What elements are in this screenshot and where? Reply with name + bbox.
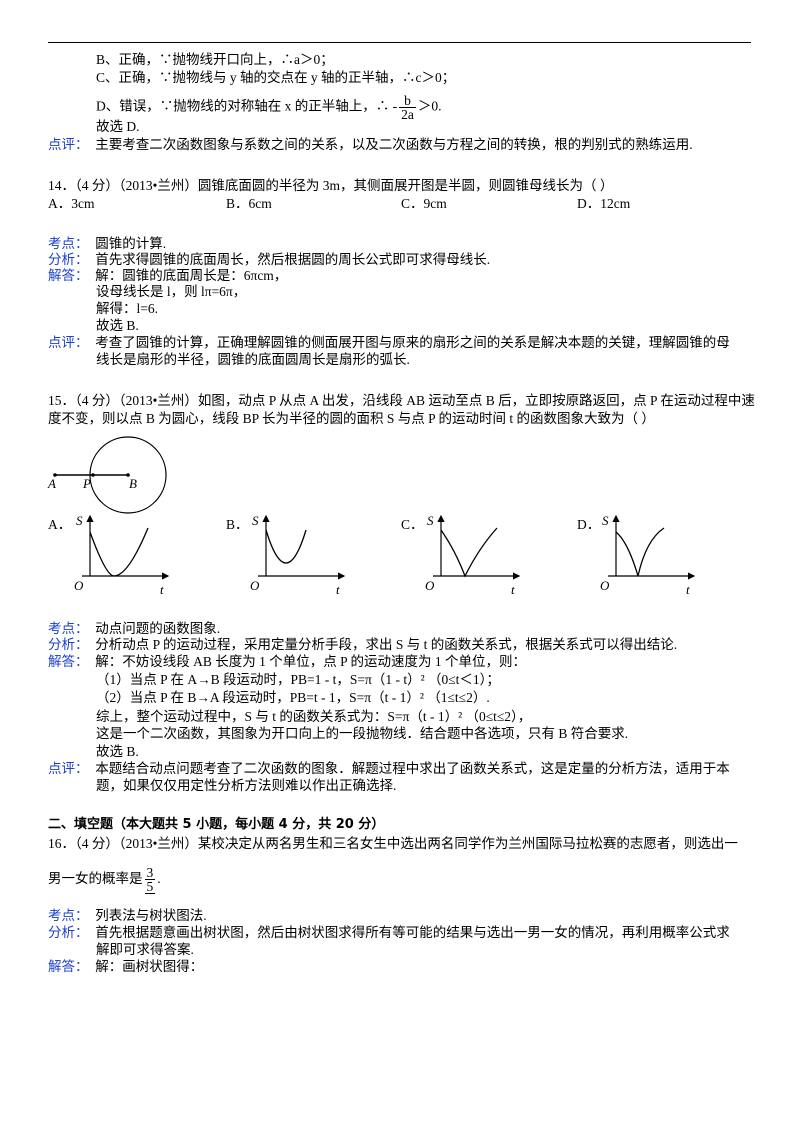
q14-comment: 点评： 考查了圆锥的计算，正确理解圆锥的侧面展开图与原来的扇形之间的关系是解决本… — [48, 335, 730, 351]
point-a — [53, 473, 57, 477]
header-rule — [48, 42, 751, 43]
q13-option-b: B、正确，∵抛物线开口向上，∴a＞0； — [96, 52, 334, 67]
q16-stem: 16．（4 分）（2013•兰州）某校决定从两名男生和三名女生中选出两名同学作为… — [48, 836, 738, 851]
point-b — [126, 473, 130, 477]
circle-figure: A P B — [47, 436, 167, 514]
comment-text: 线长是扇形的半径，圆锥的底面圆周长是扇形的弧长. — [96, 352, 410, 367]
point-label: 考点： — [48, 621, 89, 636]
analysis-text: 首先根据题意画出树状图，然后由树状图求得所有等可能的结果与选出一男一女的情况，再… — [95, 925, 730, 940]
q14-option-c: C．9cm — [401, 196, 447, 211]
q14-option-a: A．3cm — [48, 196, 95, 211]
axis-s-label: S — [427, 513, 434, 528]
label-p: P — [82, 476, 91, 491]
graph-b: S O t — [250, 513, 346, 597]
point-label: 考点： — [48, 236, 89, 251]
analysis-label: 分析： — [48, 925, 89, 940]
analysis-text: 分析动点 P 的运动过程，采用定量分析手段，求出 S 与 t 的函数关系式，根据… — [95, 637, 678, 652]
q15-option-c: C． — [401, 517, 424, 532]
q13-option-c: C、正确，∵抛物线与 y 轴的交点在 y 轴的正半轴，∴c＞0； — [96, 70, 456, 85]
analysis-text: 解即可求得答案. — [96, 942, 194, 957]
point-p — [91, 473, 95, 477]
axis-s-label: S — [76, 513, 83, 528]
q13-option-d-end: ＞0. — [417, 98, 442, 114]
q13-answer: 故选 D. — [96, 119, 140, 134]
q15-stem: 度不变，则以点 B 为圆心，线段 BP 长为半径的圆的面积 S 与点 P 的运动… — [48, 411, 655, 426]
q14-option-b: B．6cm — [226, 196, 272, 211]
q14-solution: 解答： 解：圆锥的底面周长是：6πcm， — [48, 268, 287, 284]
solution-line: 解：画树状图得： — [95, 959, 204, 974]
q15-analysis: 分析： 分析动点 P 的运动过程，采用定量分析手段，求出 S 与 t 的函数关系… — [48, 637, 677, 653]
axis-s-label: S — [602, 513, 609, 528]
axis-t-label: t — [511, 582, 515, 597]
q16-analysis: 分析： 首先根据题意画出树状图，然后由树状图求得所有等可能的结果与选出一男一女的… — [48, 925, 730, 941]
point-label: 考点： — [48, 908, 89, 923]
axis-t-label: t — [160, 582, 164, 597]
q15-option-a: A． — [48, 517, 72, 532]
axis-t-label: t — [336, 582, 340, 597]
q15-comment: 点评： 本题结合动点问题考查了二次函数的图象．解题过程中求出了函数关系式，这是定… — [48, 761, 730, 777]
q16-stem-end: . — [157, 871, 161, 887]
origin-label: O — [250, 578, 260, 593]
point-text: 动点问题的函数图象. — [95, 621, 221, 636]
point-text: 列表法与树状图法. — [95, 908, 207, 923]
comment-text: 本题结合动点问题考查了二次函数的图象．解题过程中求出了函数关系式，这是定量的分析… — [95, 761, 730, 776]
origin-label: O — [425, 578, 435, 593]
comment-label: 点评： — [48, 335, 89, 350]
solution-label: 解答： — [48, 268, 89, 283]
axis-t-label: t — [686, 582, 690, 597]
solution-label: 解答： — [48, 959, 89, 974]
q15-option-b: B． — [226, 517, 249, 532]
q14-option-d: D．12cm — [577, 196, 631, 211]
graph-a: S O t — [74, 513, 170, 597]
solution-line: 故选 B. — [96, 318, 139, 333]
fraction-denominator: 5 — [146, 879, 154, 894]
solution-line: 设母线长是 l，则 lπ=6π， — [96, 284, 247, 299]
q16-stem-text: 男一女的概率是 — [48, 871, 143, 887]
origin-label: O — [74, 578, 84, 593]
solution-line: 故选 B. — [96, 744, 139, 759]
comment-label: 点评： — [48, 761, 89, 776]
point-text: 圆锥的计算. — [95, 236, 167, 251]
fraction-numerator: 3 — [144, 865, 156, 880]
solution-line: 解得：l=6. — [96, 301, 158, 316]
solution-line: 解：圆锥的底面周长是：6πcm， — [95, 268, 288, 283]
label-a: A — [47, 476, 56, 491]
q13-option-d-text: D、错误，∵抛物线的对称轴在 x 的正半轴上，∴ - — [96, 98, 398, 114]
solution-line: （1）当点 P 在 A→B 段运动时，PB=1 - t，S=π（1 - t）² … — [96, 672, 500, 687]
q13-comment: 点评： 主要考查二次函数图象与系数之间的关系，以及二次函数与方程之间的转换，根的… — [48, 137, 693, 153]
comment-label: 点评： — [48, 137, 89, 152]
graph-d: S O t — [600, 513, 696, 597]
analysis-label: 分析： — [48, 252, 89, 267]
comment-text: 考查了圆锥的计算，正确理解圆锥的侧面展开图与原来的扇形之间的关系是解决本题的关键… — [95, 335, 730, 350]
solution-line: 综上，整个运动过程中，S 与 t 的函数关系式为：S=π（t - 1）² （0≤… — [96, 709, 532, 724]
fraction-numerator: b — [399, 94, 416, 108]
label-b: B — [129, 476, 137, 491]
q15-point: 考点： 动点问题的函数图象. — [48, 621, 220, 637]
q15-solution: 解答： 解：不妨设线段 AB 长度为 1 个单位，点 P 的运动速度为 1 个单… — [48, 654, 526, 670]
analysis-text: 首先求得圆锥的底面周长，然后根据圆的周长公式即可求得母线长. — [95, 252, 491, 267]
analysis-label: 分析： — [48, 637, 89, 652]
solution-line: （2）当点 P 在 B→A 段运动时，PB=t - 1，S=π（t - 1）² … — [96, 690, 490, 705]
q14-stem: 14．（4 分）（2013•兰州）圆锥底面圆的半径为 3m，其侧面展开图是半圆，… — [48, 178, 614, 193]
fraction-denominator: 2a — [401, 107, 414, 122]
solution-line: 这是一个二次函数，其图象为开口向上的一段抛物线．结合题中各选项，只有 B 符合要… — [96, 726, 629, 741]
comment-text: 题，如果仅仅用定性分析方法则难以作出正确选择. — [96, 778, 397, 793]
q16-solution: 解答： 解：画树状图得： — [48, 959, 203, 975]
q14-point: 考点： 圆锥的计算. — [48, 236, 166, 252]
solution-line: 解：不妨设线段 AB 长度为 1 个单位，点 P 的运动速度为 1 个单位，则： — [95, 654, 527, 669]
graph-c: S O t — [425, 513, 521, 597]
solution-label: 解答： — [48, 654, 89, 669]
axis-s-label: S — [252, 513, 259, 528]
q16-point: 考点： 列表法与树状图法. — [48, 908, 207, 924]
section-heading: 二、填空题（本大题共 5 小题，每小题 4 分，共 20 分） — [48, 817, 385, 832]
q14-analysis: 分析： 首先求得圆锥的底面周长，然后根据圆的周长公式即可求得母线长. — [48, 252, 490, 268]
comment-text: 主要考查二次函数图象与系数之间的关系，以及二次函数与方程之间的转换，根的判别式的… — [95, 137, 693, 152]
origin-label: O — [600, 578, 610, 593]
q15-option-d: D． — [577, 517, 601, 532]
q15-stem: 15．（4 分）（2013•兰州）如图，动点 P 从点 A 出发，沿线段 AB … — [48, 393, 755, 408]
